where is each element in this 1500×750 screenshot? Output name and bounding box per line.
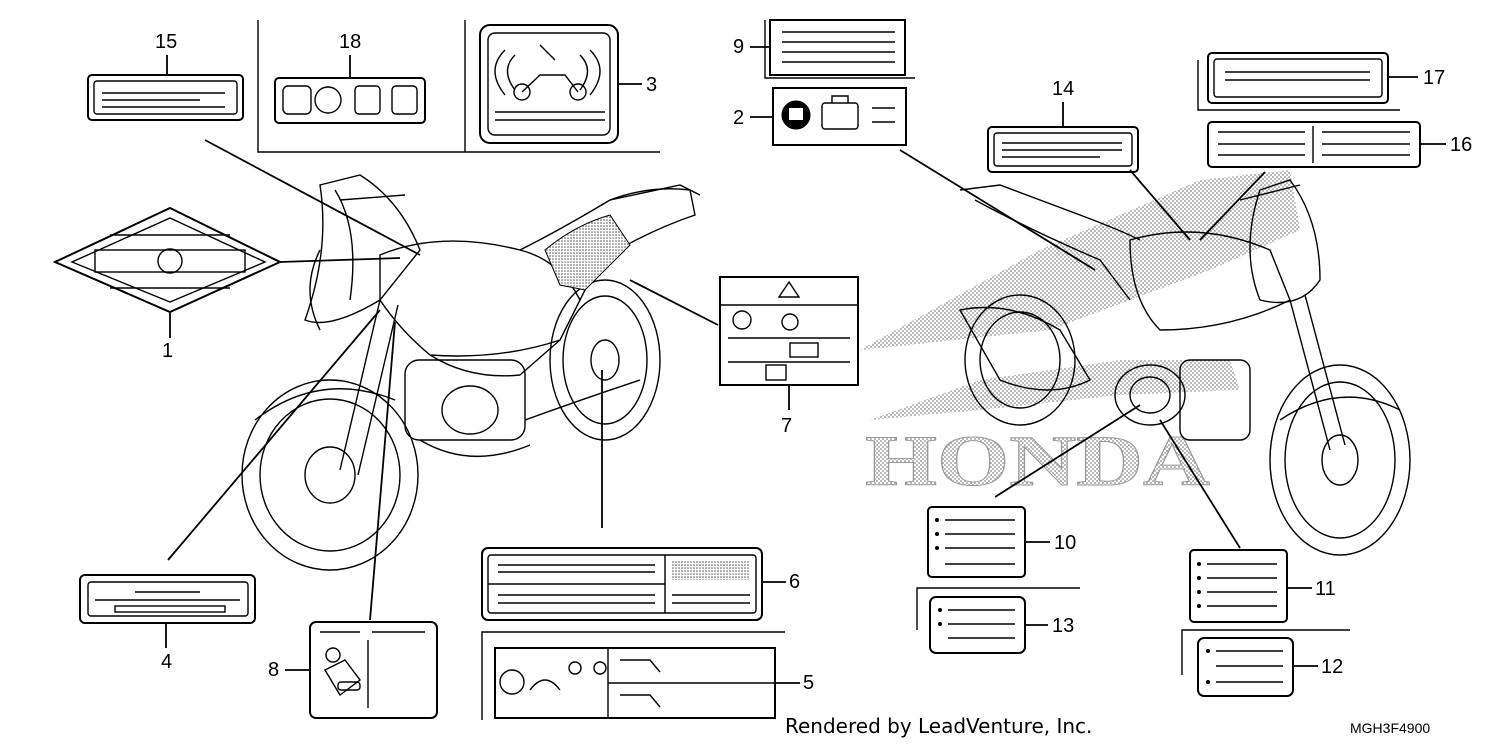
- callout-11: 11: [1315, 578, 1336, 600]
- callout-7: 7: [781, 415, 792, 437]
- label-14: [987, 126, 1139, 173]
- callout-12: 12: [1321, 656, 1343, 678]
- label-18: [257, 20, 660, 153]
- callout-14: 14: [1052, 78, 1074, 100]
- label-15: [87, 74, 244, 121]
- callout-8: 8: [268, 659, 279, 681]
- label-8: [309, 621, 438, 719]
- callout-17: 17: [1423, 67, 1445, 89]
- label-3: [479, 24, 619, 144]
- callout-6: 6: [789, 571, 800, 593]
- callout-4: 4: [161, 651, 172, 673]
- callout-1: 1: [162, 340, 173, 362]
- seat-underside-shading: [544, 214, 631, 291]
- label-13: [916, 587, 1080, 654]
- label-5: [481, 631, 785, 720]
- callout-13: 13: [1052, 615, 1074, 637]
- callout-3: 3: [646, 74, 657, 96]
- diagram-code: MGH3F4900: [1350, 720, 1430, 736]
- label-1: [52, 206, 283, 314]
- label-2: [772, 87, 907, 146]
- left-motorcycle-illustration: [241, 174, 701, 571]
- callout-10: 10: [1054, 532, 1076, 554]
- callout-9: 9: [733, 36, 744, 58]
- label-11: [1189, 549, 1288, 623]
- callout-15: 15: [155, 31, 177, 53]
- label-12: [1181, 629, 1350, 697]
- label-16: [1207, 121, 1421, 168]
- label-9: [764, 19, 915, 79]
- callout-2: 2: [733, 107, 744, 129]
- callout-16: 16: [1450, 134, 1472, 156]
- honda-watermark-text: HONDA: [865, 421, 1210, 501]
- label-17: [1197, 52, 1400, 111]
- label-10: [927, 506, 1026, 578]
- render-credit: Rendered by LeadVenture, Inc.: [785, 714, 1092, 738]
- callout-18: 18: [339, 31, 361, 53]
- label-7: [719, 276, 859, 386]
- right-motorcycle-illustration: [958, 179, 1411, 556]
- label-6: [481, 547, 763, 621]
- honda-watermark: HONDA: [860, 170, 1300, 502]
- label-4: [79, 574, 256, 624]
- callout-5: 5: [803, 672, 814, 694]
